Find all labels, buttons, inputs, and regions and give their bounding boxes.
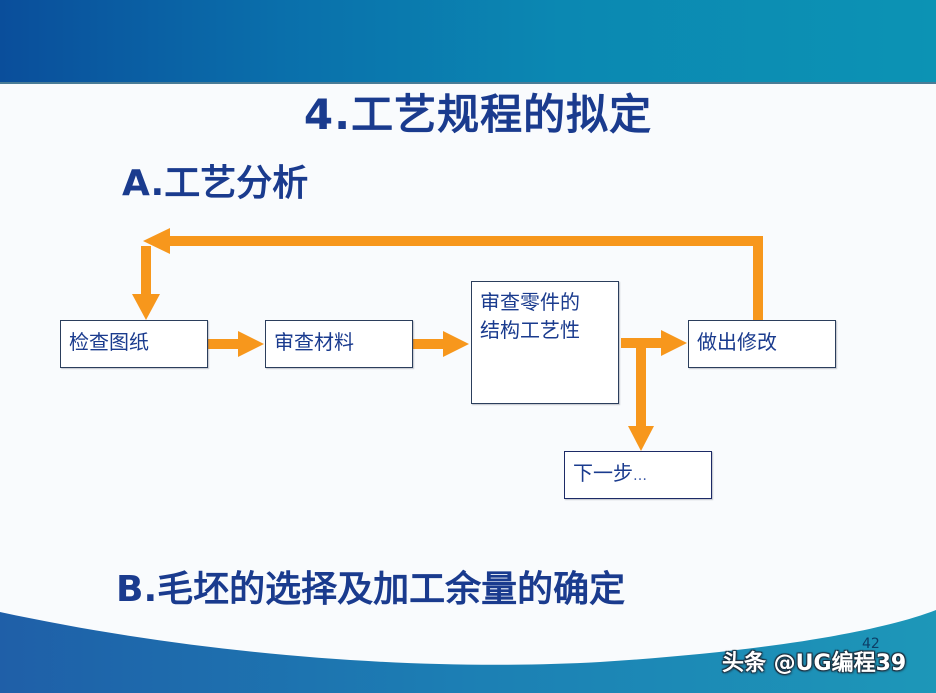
node-label-ellipsis: … xyxy=(633,468,647,484)
page-number: 42 xyxy=(862,636,880,652)
watermark: 头条 @UG编程39 xyxy=(722,651,907,676)
arrow-head-3 xyxy=(661,330,687,356)
arrow-shaft-3 xyxy=(621,338,663,348)
node-label: 检查图纸 xyxy=(69,330,149,354)
header-banner xyxy=(0,0,936,84)
section-a-heading: A.工艺分析 xyxy=(122,163,309,204)
node-label: 审查材料 xyxy=(274,330,354,354)
node-label: 做出修改 xyxy=(697,330,777,354)
arrow-shaft-4 xyxy=(636,343,646,427)
arrow-head-4 xyxy=(628,426,654,451)
flow-node-review-material: 审查材料 xyxy=(265,320,413,368)
flow-node-make-changes: 做出修改 xyxy=(688,320,836,368)
slide-title: 4.工艺规程的拟定 xyxy=(303,90,653,139)
node-label: 下一步 xyxy=(573,461,633,485)
flow-node-review-structure: 审查零件的 结构工艺性 xyxy=(471,281,619,404)
node-label-line-1: 审查零件的 xyxy=(480,290,580,314)
flow-node-check-drawing: 检查图纸 xyxy=(60,320,208,368)
arrow-head-1 xyxy=(238,331,264,357)
loop-arrow-left-vertical xyxy=(141,246,151,296)
footer-wave xyxy=(0,610,936,693)
loop-arrow-top-horizontal xyxy=(170,236,763,246)
node-label-line-2: 结构工艺性 xyxy=(480,318,580,342)
arrow-shaft-2 xyxy=(413,339,445,349)
flow-node-next-step: 下一步… xyxy=(564,451,712,499)
section-b-heading: B.毛坯的选择及加工余量的确定 xyxy=(116,569,626,610)
arrow-shaft-1 xyxy=(208,339,240,349)
arrow-head-2 xyxy=(443,331,469,357)
loop-arrow-left-head xyxy=(143,228,170,254)
loop-arrow-down-head xyxy=(132,294,160,320)
loop-arrow-right-vertical xyxy=(753,236,763,321)
